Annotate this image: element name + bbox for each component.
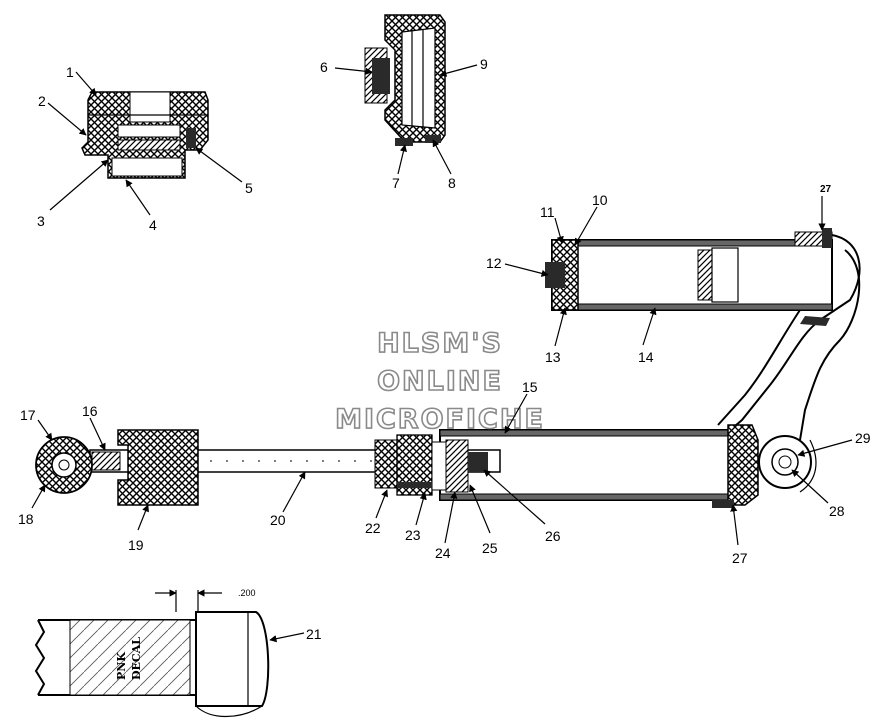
callout-24: 24 (435, 545, 451, 561)
watermark-line1: HLSM'S (377, 328, 503, 359)
callout-29: 29 (855, 430, 871, 446)
callout-17: 17 (20, 407, 36, 423)
seal-head-assembly (81, 91, 209, 179)
reservoir-bridge (717, 234, 861, 493)
callout-19: 19 (128, 537, 144, 553)
reservoir-end-cap (364, 14, 446, 146)
callout-5: 5 (245, 180, 253, 196)
watermark: HLSM'S ONLINE MICROFICHE (334, 327, 545, 436)
callout-20: 20 (270, 512, 286, 528)
callout-18: 18 (18, 511, 34, 527)
callout-7: 7 (392, 175, 400, 191)
callout-10: 10 (592, 192, 608, 208)
leader-lines (31, 64, 853, 643)
callout-12: 12 (486, 255, 502, 271)
dimension-label: .200 (238, 588, 256, 598)
piston-assembly (374, 434, 488, 496)
callout-16: 16 (82, 403, 98, 419)
callout-4: 4 (149, 217, 157, 233)
callout-14: 14 (638, 349, 654, 365)
watermark-line3: MICROFICHE (335, 404, 545, 435)
callout-8: 8 (448, 175, 456, 191)
decal-detail: .200 PNK DECAL (34, 588, 270, 717)
watermark-line2: ONLINE (377, 366, 503, 397)
callout-9: 9 (480, 56, 488, 72)
callout-13: 13 (545, 349, 561, 365)
decal-text-line2: DECAL (130, 637, 143, 680)
callout-1: 1 (66, 64, 74, 80)
callout-25: 25 (482, 540, 498, 556)
callout-11: 11 (540, 204, 555, 220)
callout-15: 15 (522, 379, 538, 395)
bumper (117, 429, 199, 506)
callout-6: 6 (320, 59, 328, 75)
callout-23: 23 (405, 527, 421, 543)
callout-3: 3 (37, 213, 45, 229)
callout-21: 21 (306, 626, 322, 642)
callout-22: 22 (365, 520, 381, 536)
callout-27-top: 27 (820, 184, 832, 195)
callout-26: 26 (545, 528, 561, 544)
callout-2: 2 (38, 93, 46, 109)
reservoir-body (545, 228, 833, 311)
upper-eyelet (35, 436, 93, 494)
callout-numbers: 1 2 3 4 5 6 7 8 9 10 11 12 13 14 15 16 1… (18, 56, 871, 642)
callout-27-bottom: 27 (732, 550, 748, 566)
decal-text-line1: PNK (115, 652, 128, 680)
callout-28: 28 (829, 503, 845, 519)
